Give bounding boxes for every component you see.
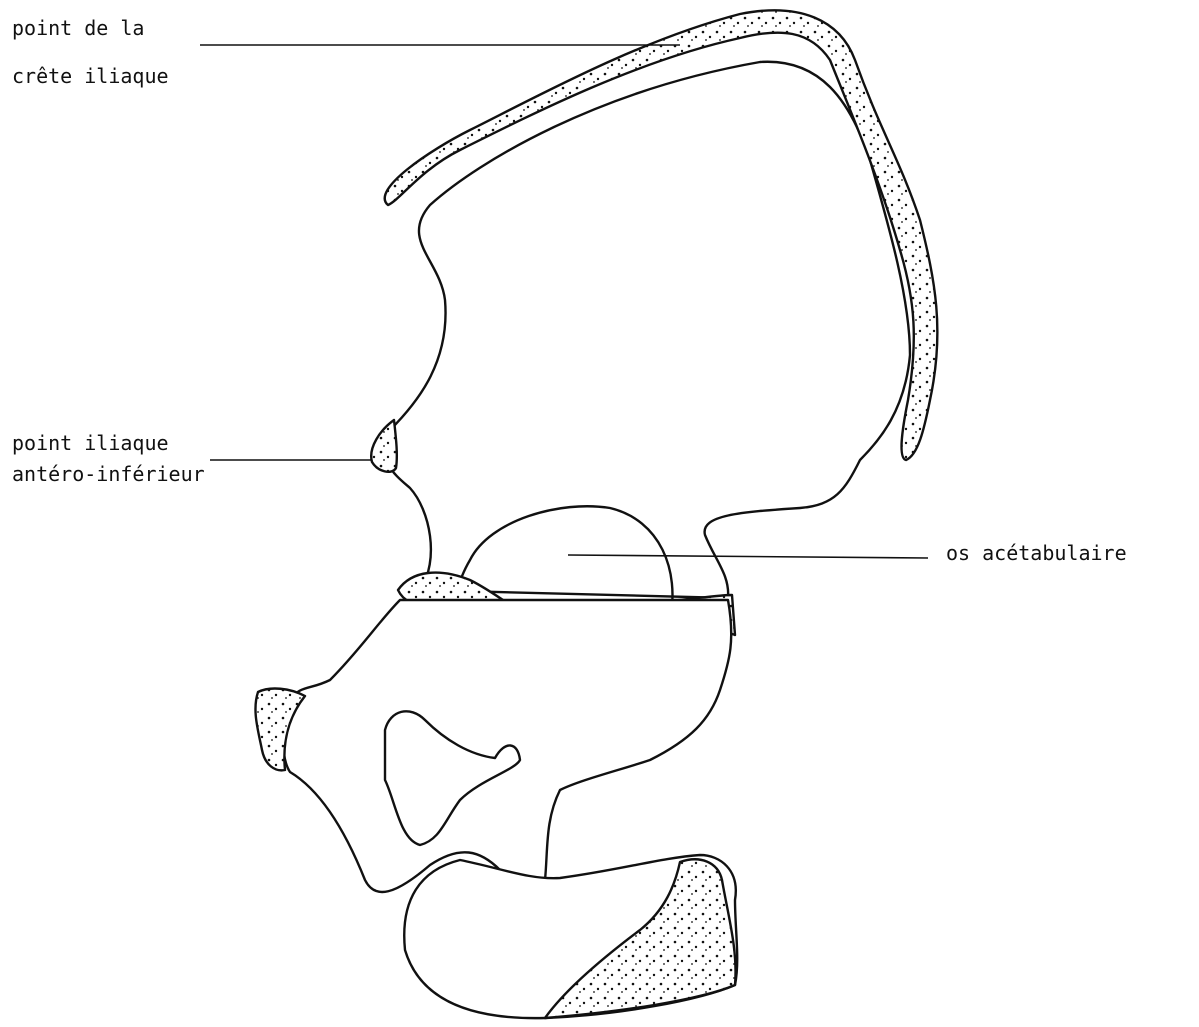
aiis-apophysis xyxy=(371,420,397,472)
